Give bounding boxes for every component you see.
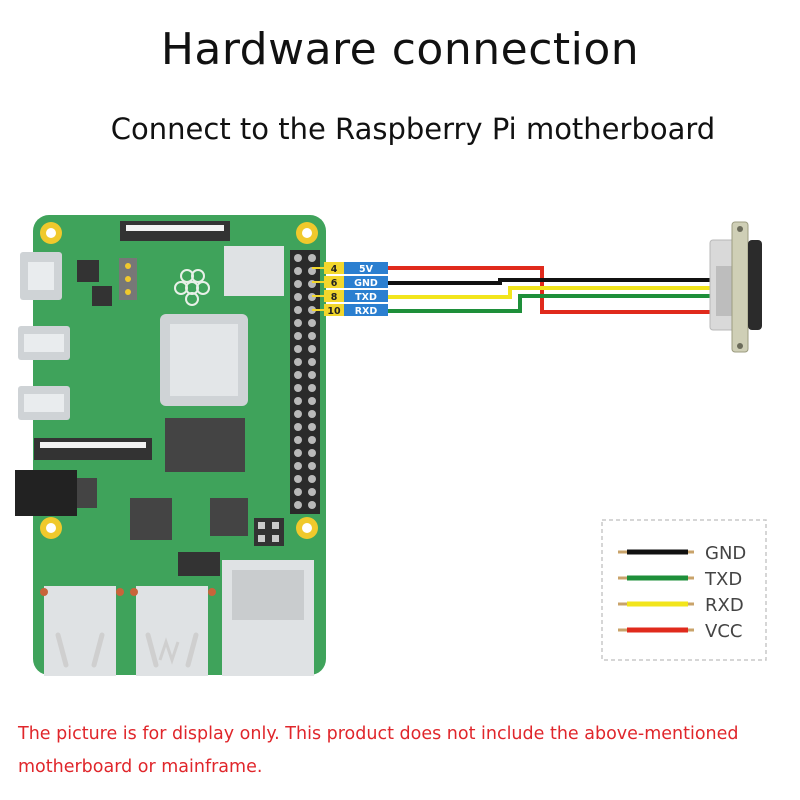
pin-signal-label: GND: [354, 278, 378, 289]
wire-gnd: [388, 278, 712, 285]
gpio-pin: [294, 449, 302, 457]
pin-label-rxd: 10 RXD: [312, 304, 388, 317]
gpio-pin: [294, 423, 302, 431]
gpio-pin: [308, 358, 316, 366]
ram-chip: [165, 418, 245, 472]
gpio-pin: [308, 449, 316, 457]
legend-item-txd: TXD: [618, 569, 742, 590]
raspberry-pi-board: [15, 215, 326, 676]
gpio-pin: [308, 397, 316, 405]
pin-number: 6: [331, 278, 338, 289]
legend-label: GND: [705, 543, 746, 564]
legend-item-rxd: RXD: [618, 595, 744, 616]
gpio-pin: [294, 488, 302, 496]
raspberry-logo: [174, 269, 210, 306]
gpio-pin: [308, 254, 316, 262]
gpio-pin: [308, 384, 316, 392]
gpio-pin: [294, 358, 302, 366]
gpio-pin: [294, 475, 302, 483]
pin-number: 4: [331, 264, 338, 275]
pin-label-txd: 8 TXD: [312, 290, 388, 303]
legend-box: [601, 519, 767, 661]
legend-label: TXD: [704, 569, 742, 590]
gpio-pin: [294, 410, 302, 418]
gpio-pin: [308, 423, 316, 431]
usb-port: [44, 586, 116, 676]
gpio-pin: [294, 371, 302, 379]
gpio-pin: [294, 267, 302, 275]
disclaimer-text: The picture is for display only. This pr…: [18, 724, 739, 777]
audio-jack: [15, 470, 77, 516]
gpio-header: [290, 250, 320, 514]
legend-item-vcc: VCC: [618, 621, 742, 642]
page-title: Hardware connection: [160, 24, 640, 75]
gpio-pin: [294, 306, 302, 314]
mounting-hole: [40, 517, 62, 539]
mounting-hole: [296, 517, 318, 539]
gpio-pin: [308, 436, 316, 444]
gpio-pin: [294, 345, 302, 353]
gpio-pin: [308, 319, 316, 327]
gpio-pin: [308, 332, 316, 340]
mounting-hole: [296, 222, 318, 244]
gpio-pin: [294, 280, 302, 288]
pin-label-group: 4 5V 6 GND 8 TXD 10 RXD: [312, 262, 388, 317]
gpio-pin: [294, 332, 302, 340]
legend: GND TXD RXD VCC: [601, 519, 767, 661]
pin-number: 10: [327, 306, 341, 317]
legend-label: RXD: [705, 595, 744, 616]
mounting-hole: [40, 222, 62, 244]
legend-label: VCC: [705, 621, 742, 642]
gpio-pin: [294, 436, 302, 444]
wire-rxd: [388, 294, 712, 313]
gpio-pin: [308, 475, 316, 483]
gpio-pin: [308, 345, 316, 353]
pin-signal-label: RXD: [355, 306, 378, 317]
gpio-pin: [294, 293, 302, 301]
gpio-pin: [308, 410, 316, 418]
gpio-pin: [308, 501, 316, 509]
gpio-pin: [308, 371, 316, 379]
pin-signal-label: TXD: [355, 292, 377, 303]
pin-label-gnd: 6 GND: [312, 276, 388, 289]
gpio-pin: [294, 462, 302, 470]
legend-item-gnd: GND: [618, 543, 746, 564]
gpio-pin: [308, 488, 316, 496]
gpio-pin: [308, 462, 316, 470]
gpio-pin: [294, 254, 302, 262]
wires: [388, 266, 712, 314]
pin-label-5v: 4 5V: [312, 262, 388, 275]
wire-txd: [388, 286, 712, 299]
gpio-pin: [294, 319, 302, 327]
pin-signal-label: 5V: [359, 264, 374, 275]
gpio-pin: [294, 384, 302, 392]
gpio-pin: [294, 501, 302, 509]
page-subtitle: Connect to the Raspberry Pi motherboard: [110, 112, 716, 146]
uart-connector: [709, 221, 762, 353]
gpio-pin: [294, 397, 302, 405]
pin-number: 8: [331, 292, 338, 303]
